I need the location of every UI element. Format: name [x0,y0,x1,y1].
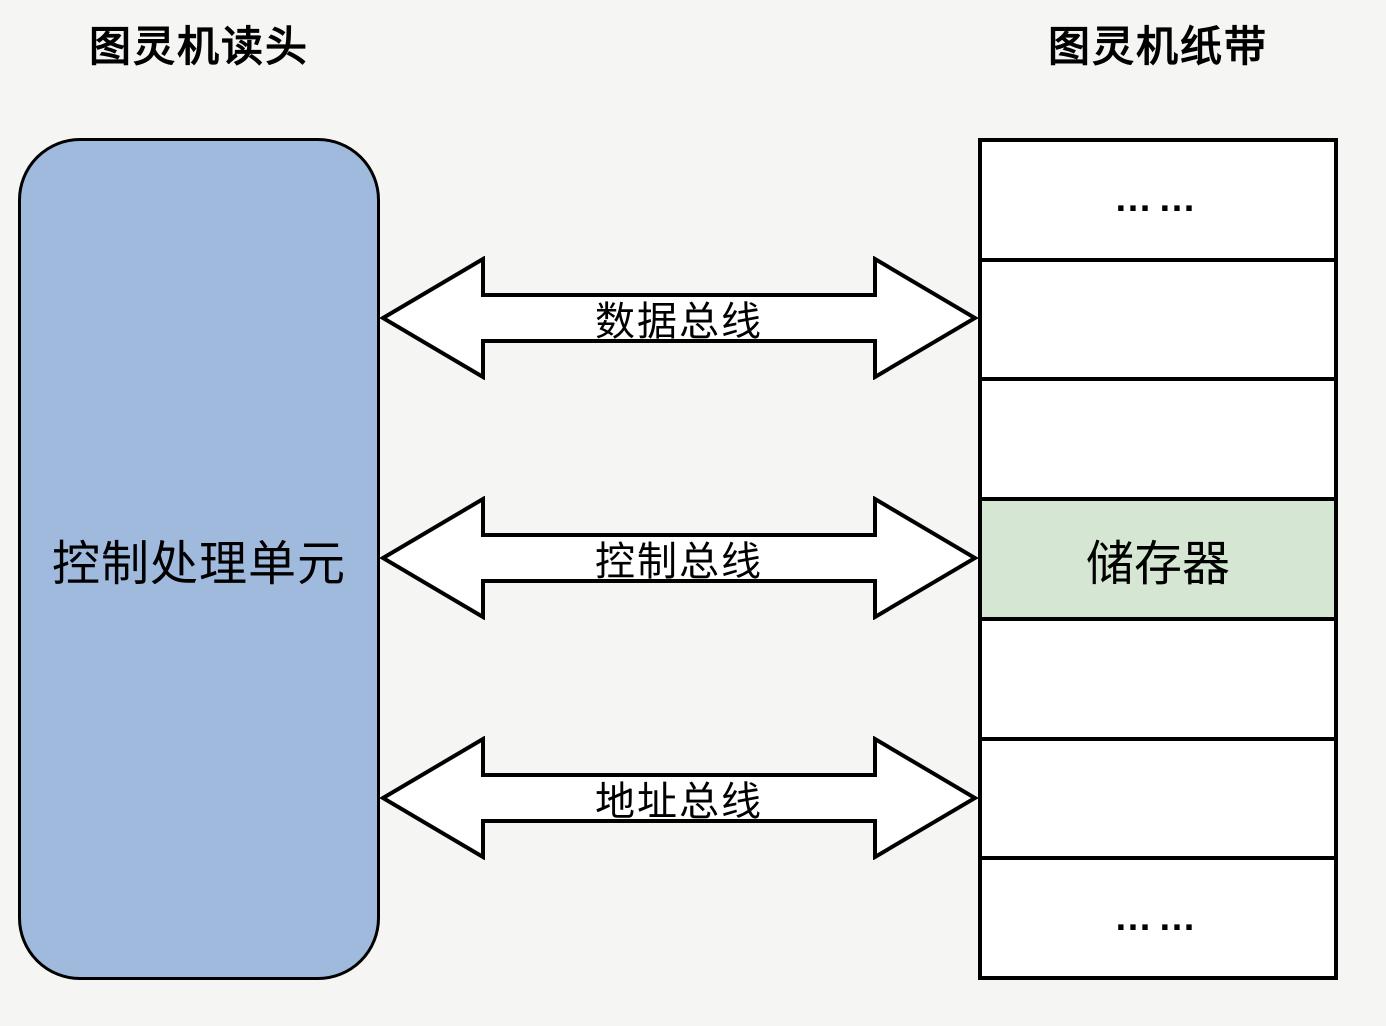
double-arrow-icon [380,736,978,860]
control-bus-arrow: 控制总线 [380,496,978,620]
tape-cell-memory: 储存器 [982,501,1334,621]
turing-tape-title: 图灵机纸带 [1047,23,1268,70]
turing-head-title: 图灵机读头 [88,23,309,70]
cpu-box-label: 控制处理单元 [51,538,346,591]
address-bus-arrow: 地址总线 [380,736,978,860]
tape-cell: …… [982,860,1334,977]
cpu-box: 控制处理单元 [18,138,380,980]
double-arrow-icon [380,256,978,380]
tape-column: …… 储存器 …… [978,138,1338,980]
tape-cell [982,620,1334,741]
tape-cell: …… [982,142,1334,262]
double-arrow-icon [380,496,978,620]
tape-cell [982,381,1334,502]
tape-cell [982,261,1334,382]
tape-cell [982,740,1334,861]
data-bus-arrow: 数据总线 [380,256,978,380]
